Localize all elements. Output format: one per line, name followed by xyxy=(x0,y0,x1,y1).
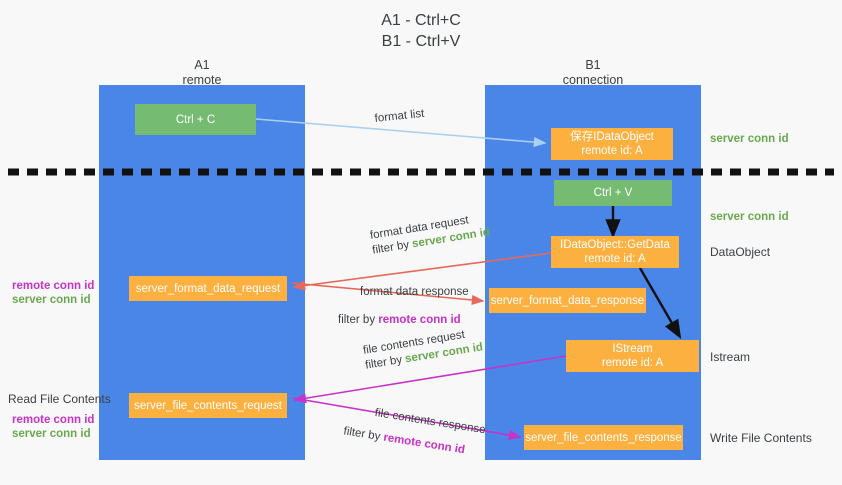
node-istream[interactable]: IStream remote id: A xyxy=(566,340,699,372)
node-istream-line1: IStream xyxy=(612,343,653,355)
node-ctrl-v-label: Ctrl + V xyxy=(593,187,633,199)
column-header-b1: B1 connection xyxy=(485,58,701,88)
node-server-format-data-response-label: server_format_data_response xyxy=(490,294,645,307)
title-line-1: A1 - Ctrl+C xyxy=(381,12,461,29)
node-save-idataobject[interactable]: 保存IDataObject remote id: A xyxy=(551,128,673,160)
annotation-left-server-conn-id-2: server conn id xyxy=(12,428,91,440)
node-idataobject-getdata[interactable]: IDataObject::GetData remote id: A xyxy=(551,236,679,268)
annotation-left-remote-conn-id-2: remote conn id xyxy=(12,414,95,426)
node-ctrl-c[interactable]: Ctrl + C xyxy=(135,104,256,135)
edge-label-format-data-response-filter-value: remote conn id xyxy=(378,314,461,326)
column-b1-name: B1 xyxy=(585,58,601,72)
column-b1-subtitle: connection xyxy=(562,73,624,87)
column-header-a1: A1 remote xyxy=(99,58,305,88)
node-server-file-contents-request-label: server_file_contents_request xyxy=(134,399,282,412)
node-save-idataobject-line2: remote id: A xyxy=(581,145,643,157)
edge-label-file-contents-response-filter-value: remote conn id xyxy=(382,431,466,457)
node-server-file-contents-response-label: server_file_contents_response xyxy=(525,431,682,444)
node-getdata-line2: remote id: A xyxy=(584,253,646,265)
node-server-format-data-request-label: server_format_data_request xyxy=(135,282,281,295)
edge-label-format-list-text: format list xyxy=(374,107,425,125)
node-istream-line2: remote id: A xyxy=(601,357,664,369)
annotation-right-server-conn-id-mid: server conn id xyxy=(710,211,789,223)
node-ctrl-c-label: Ctrl + C xyxy=(175,113,216,126)
annotation-left-remote-conn-id-1: remote conn id xyxy=(12,280,95,292)
node-save-idataobject-line1: 保存IDataObject xyxy=(570,131,654,143)
node-server-file-contents-request[interactable]: server_file_contents_request xyxy=(129,393,287,418)
edge-label-format-data-request: format data request filter by server con… xyxy=(369,210,491,258)
edge-label-format-list: format list xyxy=(374,107,425,126)
node-getdata-line1: IDataObject::GetData xyxy=(560,239,670,251)
diagram-title: A1 - Ctrl+C B1 - Ctrl+V xyxy=(0,10,842,52)
node-server-format-data-response[interactable]: server_format_data_response xyxy=(489,288,646,313)
edge-label-format-data-response-line1: format data response xyxy=(360,286,469,298)
column-a1-name: A1 xyxy=(194,58,210,72)
annotation-right-dataobject: DataObject xyxy=(710,245,771,259)
edge-label-file-contents-request: file contents request filter by server c… xyxy=(362,325,484,373)
title-line-2: B1 - Ctrl+V xyxy=(381,33,461,50)
edge-label-file-contents-response-filter-prefix: filter by xyxy=(342,425,385,444)
annotation-left-read-file-contents: Read File Contents xyxy=(8,392,111,406)
annotation-left-server-conn-id-1: server conn id xyxy=(12,294,91,306)
edge-label-file-contents-response: file contents response filter by remote … xyxy=(343,406,487,461)
node-ctrl-v[interactable]: Ctrl + V xyxy=(554,180,672,206)
column-a1-subtitle: remote xyxy=(182,73,222,87)
annotation-right-write-file-contents: Write File Contents xyxy=(710,431,812,445)
annotation-right-server-conn-id-top: server conn id xyxy=(710,133,789,145)
edge-label-format-data-response-filter-prefix: filter by xyxy=(338,314,379,326)
node-server-format-data-request[interactable]: server_format_data_request xyxy=(129,276,287,301)
edge-label-format-data-response: format data response filter by remote co… xyxy=(338,285,469,327)
annotation-right-istream: Istream xyxy=(710,350,751,364)
node-server-file-contents-response[interactable]: server_file_contents_response xyxy=(524,425,683,450)
